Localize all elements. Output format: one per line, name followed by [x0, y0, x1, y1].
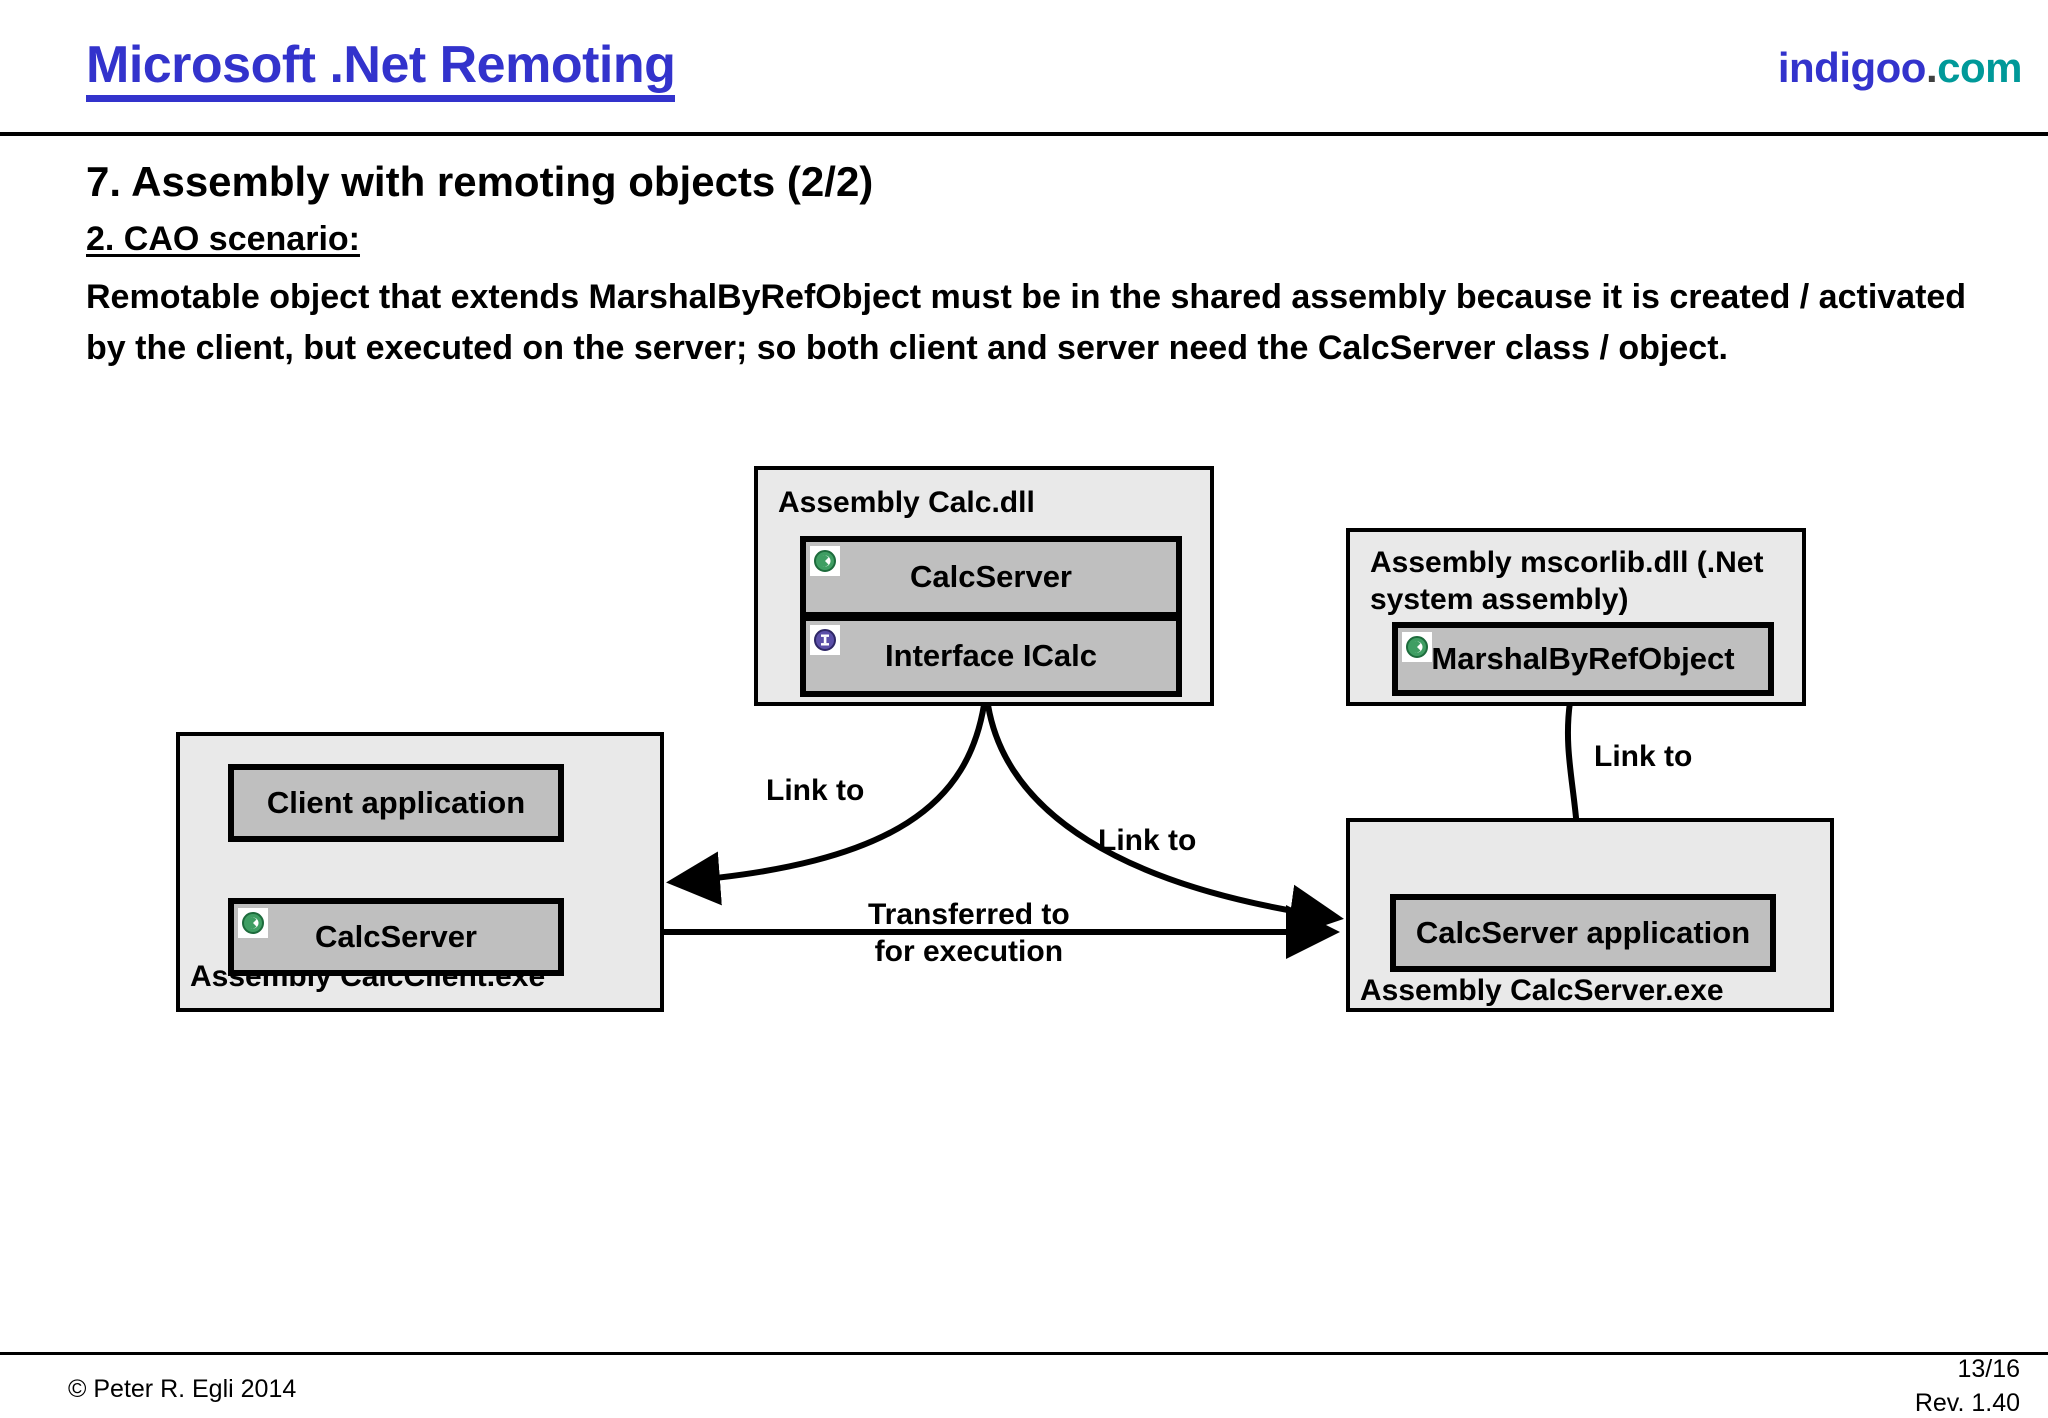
revision-label: Rev. 1.40	[1914, 1389, 2020, 1417]
node-calcserver-class-label: CalcServer	[909, 559, 1072, 594]
assembly-mscorlib-dll-label: Assembly mscorlib.dll (.Net system assem…	[1370, 546, 1764, 616]
uml-assembly-diagram: Assembly Calc.dll CalcServer I	[0, 440, 2048, 1340]
node-calcserver-client-label: CalcServer	[314, 919, 477, 954]
edge-label-link-to-server: Link to	[1098, 824, 1197, 857]
node-calcserver-app-label: CalcServer application	[1415, 915, 1751, 950]
uml-class-icon	[238, 908, 268, 938]
assembly-calcserver-exe: Assembly CalcServer.exe CalcServer appli…	[1346, 818, 1834, 1012]
uml-class-icon	[810, 546, 840, 576]
brand-dot: .	[1925, 44, 1938, 91]
assembly-calcserver-exe-label: Assembly CalcServer.exe	[1360, 974, 1724, 1007]
uml-class-icon	[1402, 632, 1432, 662]
footer-divider	[0, 1352, 2048, 1355]
node-client-application[interactable]: Client application	[228, 764, 564, 842]
node-client-application-label: Client application	[266, 785, 526, 820]
assembly-calc-dll-label: Assembly Calc.dll	[778, 486, 1035, 519]
node-marshalbyrefobject[interactable]: MarshalByRefObject	[1392, 622, 1774, 696]
section-heading: 7. Assembly with remoting objects (2/2)	[86, 158, 874, 205]
link-to-server-edge	[985, 704, 1344, 939]
node-calcserver-client[interactable]: CalcServer	[228, 898, 564, 976]
section-subheading: 2. CAO scenario:	[86, 220, 360, 258]
copyright-text: © Peter R. Egli 2014	[68, 1375, 297, 1403]
node-calcserver-app[interactable]: CalcServer application	[1390, 894, 1776, 972]
body-paragraph: Remotable object that extends MarshalByR…	[86, 278, 1967, 367]
assembly-calc-dll: Assembly Calc.dll CalcServer I	[754, 466, 1214, 706]
node-icalc-interface-label: Interface ICalc	[885, 638, 1097, 673]
brand-logo: indigoo.com	[1777, 44, 2023, 92]
assembly-calcclient-exe: Assembly CalcClient.exe Client applicati…	[176, 732, 664, 1012]
node-icalc-interface[interactable]: Interface ICalc	[800, 615, 1182, 697]
page-number: 13/16	[1957, 1355, 2020, 1383]
edge-label-link-to-mscorlib: Link to	[1594, 740, 1693, 773]
node-calcserver-class[interactable]: CalcServer	[800, 536, 1182, 618]
node-marshalbyrefobject-label: MarshalByRefObject	[1431, 641, 1735, 676]
uml-interface-icon	[810, 625, 840, 655]
page-header: Microsoft .Net Remoting indigoo.com	[0, 0, 2048, 136]
header-divider	[0, 132, 2048, 136]
edge-label-link-to-client: Link to	[766, 774, 865, 807]
page-title: Microsoft .Net Remoting	[86, 38, 676, 102]
brand-name: indigoo	[1777, 44, 1927, 91]
edge-label-transferred: Transferred to for execution	[868, 898, 1070, 968]
assembly-mscorlib-dll: Assembly mscorlib.dll (.Net system assem…	[1346, 528, 1806, 706]
brand-tld: com	[1937, 44, 2022, 91]
